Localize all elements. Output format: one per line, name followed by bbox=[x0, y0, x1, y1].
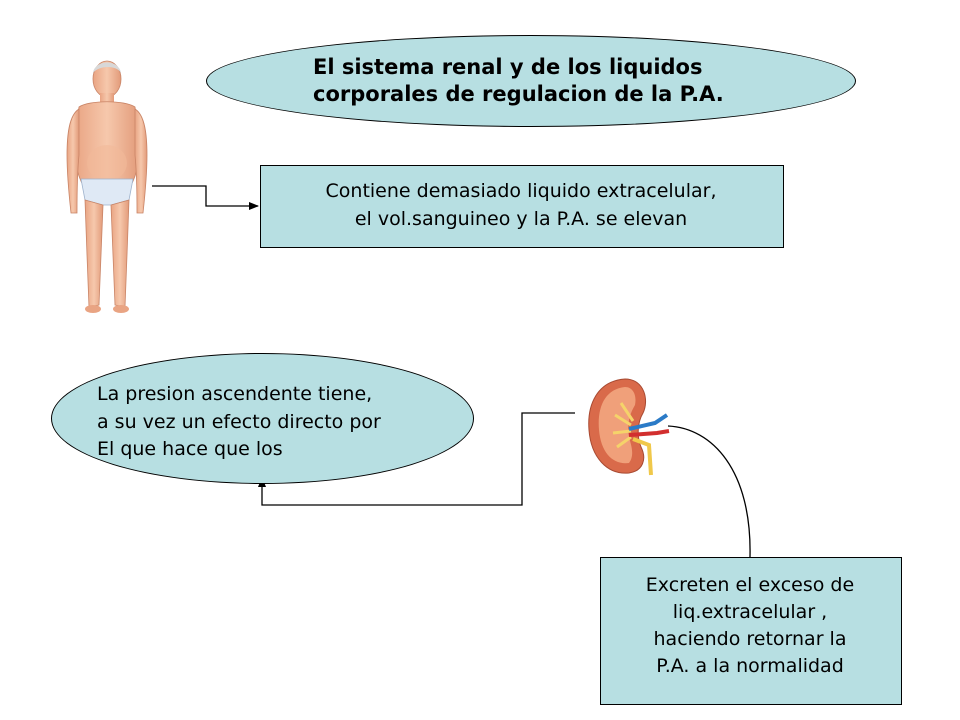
human-figure-illustration bbox=[66, 60, 148, 313]
excretion-line-3: haciendo retornar la bbox=[653, 628, 847, 650]
fluid-excess-line-2: el vol.sanguineo y la P.A. se elevan bbox=[354, 208, 688, 230]
excretion-line-4: P.A. a la normalidad bbox=[656, 655, 844, 677]
fluid-excess-line-1: Contiene demasiado liquido extracelular, bbox=[325, 180, 717, 202]
title-ellipse bbox=[206, 35, 856, 127]
excretion-line-1: Excreten el exceso de bbox=[645, 574, 855, 596]
title-line-2: corporales de regulacion de la P.A. bbox=[313, 82, 724, 106]
pressure-ellipse bbox=[51, 353, 474, 484]
title-line-1: El sistema renal y de los liquidos bbox=[313, 55, 703, 79]
curve-box-to-kidney bbox=[667, 425, 751, 558]
excretion-box bbox=[600, 557, 902, 705]
excretion-line-2: liq.extracelular , bbox=[672, 601, 828, 623]
arrow-figure-to-box bbox=[152, 185, 259, 210]
arrow-kidney-to-ellipse bbox=[258, 412, 575, 506]
pressure-line-2: a su vez un efecto directo por bbox=[97, 411, 381, 433]
kidney-illustration bbox=[588, 378, 670, 476]
fluid-excess-box bbox=[260, 165, 784, 248]
pressure-line-3: El que hace que los bbox=[97, 438, 283, 460]
pressure-line-1: La presion ascendente tiene, bbox=[97, 383, 373, 405]
